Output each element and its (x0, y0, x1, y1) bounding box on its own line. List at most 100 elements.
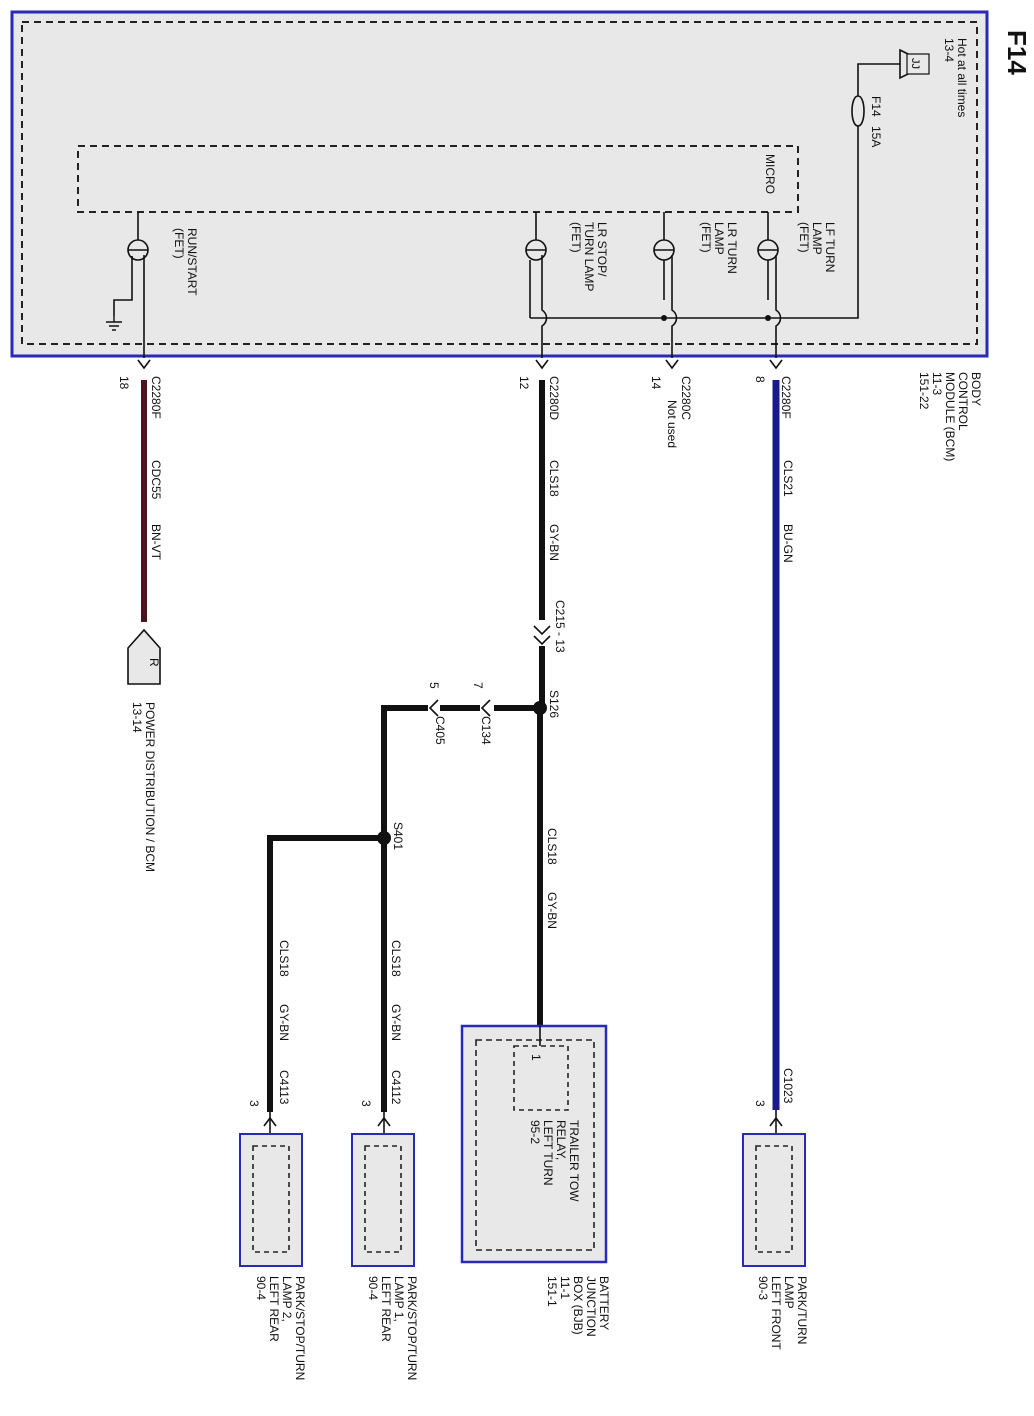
svg-text:LF TURNLAMP(FET): LF TURNLAMP(FET) (797, 222, 837, 272)
lamp2-inner (252, 1145, 290, 1253)
lamp1-box (351, 1133, 415, 1267)
c2280c-14-pin: 14 (649, 376, 663, 390)
hot-at-all-times-label: Hot at all times13-4 (942, 38, 969, 117)
wire-cls18-lamp2-color: GY-BN (277, 1004, 291, 1041)
lf-front-lamp-box (742, 1133, 806, 1267)
c2280f-8-pin: 8 (753, 376, 767, 383)
relay-pin: 1 (529, 1054, 543, 1061)
svg-text:RUN/START(FET): RUN/START(FET) (172, 228, 199, 296)
lr-turn-fet-body (654, 249, 674, 300)
c405-chevron-icon (428, 699, 439, 717)
wire-cls21-color: BU-GN (781, 524, 795, 563)
lr-stop-fet-body (526, 249, 546, 318)
c2280c-14-chevron-icon (665, 359, 679, 370)
c2280f-8-name: C2280F (779, 376, 793, 419)
c134-chevron-icon (480, 699, 491, 717)
lr-stop-fet-label: LR STOP/TURN LAMP(FET) (569, 222, 609, 291)
svg-text:Hot at all times13-4: Hot at all times13-4 (942, 38, 969, 117)
ground-icon (106, 316, 122, 331)
wire-cls18-lamp2 (267, 835, 384, 1112)
bcm-module-box (10, 10, 989, 358)
power-bus-label: JJ (909, 58, 921, 69)
svg-text:LR STOP/TURN LAMP(FET): LR STOP/TURN LAMP(FET) (569, 222, 609, 291)
wire-cls18-lamp2-circuit: CLS18 (277, 940, 291, 977)
c405-pin: 5 (427, 682, 441, 689)
power-dist-label: POWER DISTRIBUTION / BCM13-14 (130, 702, 157, 872)
lf-fet-junction (765, 315, 771, 321)
lamp2-box (239, 1133, 303, 1267)
c2280d-12-name: C2280D (547, 376, 561, 420)
splice-s401-label: S401 (391, 822, 405, 850)
lr-turn-fet-output (671, 255, 678, 358)
c2280f-18-chevron-icon (137, 359, 151, 370)
wire-cls18-bjb-circuit: CLS18 (545, 828, 559, 865)
wire-c405-to-s401 (381, 705, 428, 838)
c2280c-14-name: C2280C (679, 376, 693, 420)
c1023-name: C1023 (781, 1068, 795, 1104)
lamp2-label: PARK/STOP/TURNLAMP 2,LEFT REAR90-4 (254, 1276, 307, 1380)
lr-turn-fet-junction (661, 315, 667, 321)
c405-name: C405 (433, 716, 447, 745)
bcm-name-label: BODYCONTROLMODULE (BCM)11-3151-22 (917, 372, 983, 461)
lamp1-inner (364, 1145, 402, 1253)
bjb-box (460, 1024, 608, 1264)
runstart-fet-body (113, 249, 148, 316)
wire-cls18-lamp1-circuit: CLS18 (389, 940, 403, 977)
svg-text:BATTERYJUNCTIONBOX (BJB)11-115: BATTERYJUNCTIONBOX (BJB)11-1151-1 (545, 1276, 611, 1337)
lamp1-label: PARK/STOP/TURNLAMP 1,LEFT REAR90-4 (366, 1276, 419, 1380)
c215-chevron-icon (533, 625, 551, 646)
relay-box (513, 1045, 569, 1111)
svg-text:PARK/STOP/TURNLAMP 1,LEFT REAR: PARK/STOP/TURNLAMP 1,LEFT REAR90-4 (366, 1276, 419, 1380)
wire-cls18-main-color: GY-BN (547, 524, 561, 561)
c134-name: C134 (479, 716, 493, 745)
runstart-fet-label: RUN/START(FET) (172, 228, 199, 296)
c2280c-14-note: Not used (665, 400, 679, 448)
svg-text:BODYCONTROLMODULE (BCM)11-3151: BODYCONTROLMODULE (BCM)11-3151-22 (917, 372, 983, 461)
wire-cls18-lamp1-color: GY-BN (389, 1004, 403, 1041)
c2280d-12-chevron-icon (535, 359, 549, 370)
c4113-pin: 3 (247, 1100, 261, 1107)
svg-text:PARK/TURNLAMPLEFT FRONT90-3: PARK/TURNLAMPLEFT FRONT90-3 (756, 1276, 809, 1350)
bus-feed-wire (857, 63, 900, 96)
power-bus-box (906, 53, 930, 75)
bcm-inner-dashed (21, 21, 978, 345)
wire-cls18-main-circuit: CLS18 (547, 460, 561, 497)
bjb-inner (475, 1039, 595, 1251)
lf-fet-output (775, 255, 782, 358)
c2280f-18-name: C2280F (149, 376, 163, 419)
svg-text:PARK/STOP/TURNLAMP 2,LEFT REAR: PARK/STOP/TURNLAMP 2,LEFT REAR90-4 (254, 1276, 307, 1380)
wire-cls21-circuit: CLS21 (781, 460, 795, 497)
power-dist-flag-icon (127, 628, 161, 685)
fuse-id: F14 (869, 96, 883, 117)
power-dist-flag: R (147, 658, 161, 667)
micro-box (77, 145, 799, 213)
c4113-name: C4113 (277, 1070, 291, 1105)
wire-cdc55-color: BN-VT (149, 524, 163, 561)
lf-turn-fet-label: LF TURNLAMP(FET) (797, 222, 837, 272)
lf-fet-body (758, 249, 778, 300)
c2280d-12-pin: 12 (517, 376, 531, 390)
fuse-rating: 15A (869, 126, 883, 147)
fuse-output-wire (530, 126, 859, 319)
c4112-pin: 3 (359, 1100, 373, 1107)
svg-text:POWER DISTRIBUTION / BCM13-14: POWER DISTRIBUTION / BCM13-14 (130, 702, 157, 872)
c134-pin: 7 (471, 682, 485, 689)
c215-name: C215 - 13 (553, 600, 567, 653)
relay-label: TRAILER TOWRELAY,LEFT TURN95-2 (528, 1120, 581, 1202)
bjb-label: BATTERYJUNCTIONBOX (BJB)11-1151-1 (545, 1276, 611, 1337)
lr-stop-fet-output (541, 255, 548, 358)
c2280f-18-pin: 18 (117, 376, 131, 390)
c2280f-8-chevron-icon (769, 359, 783, 370)
lf-front-lamp-inner (755, 1145, 793, 1253)
lr-turn-fet-label: LR TURNLAMP(FET) (699, 222, 739, 274)
wire-cls18-bjb-color: GY-BN (545, 892, 559, 929)
splice-s126-label: S126 (547, 690, 561, 718)
page-id: F14 (1002, 30, 1032, 75)
c1023-pin: 3 (753, 1100, 767, 1107)
lf-front-lamp-label: PARK/TURNLAMPLEFT FRONT90-3 (756, 1276, 809, 1350)
svg-text:TRAILER TOWRELAY,LEFT TURN95-2: TRAILER TOWRELAY,LEFT TURN95-2 (528, 1120, 581, 1202)
wire-cdc55-circuit: CDC55 (149, 460, 163, 500)
micro-label: MICRO (763, 154, 777, 194)
c4112-name: C4112 (389, 1070, 403, 1105)
